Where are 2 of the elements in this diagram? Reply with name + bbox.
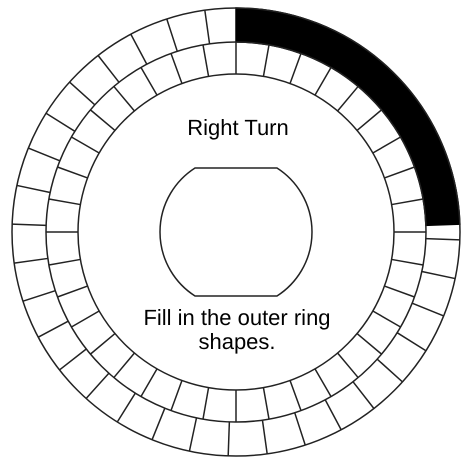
instruction-text: Fill in the outer ring shapes. bbox=[142, 306, 332, 354]
heading: Right Turn bbox=[186, 116, 290, 140]
